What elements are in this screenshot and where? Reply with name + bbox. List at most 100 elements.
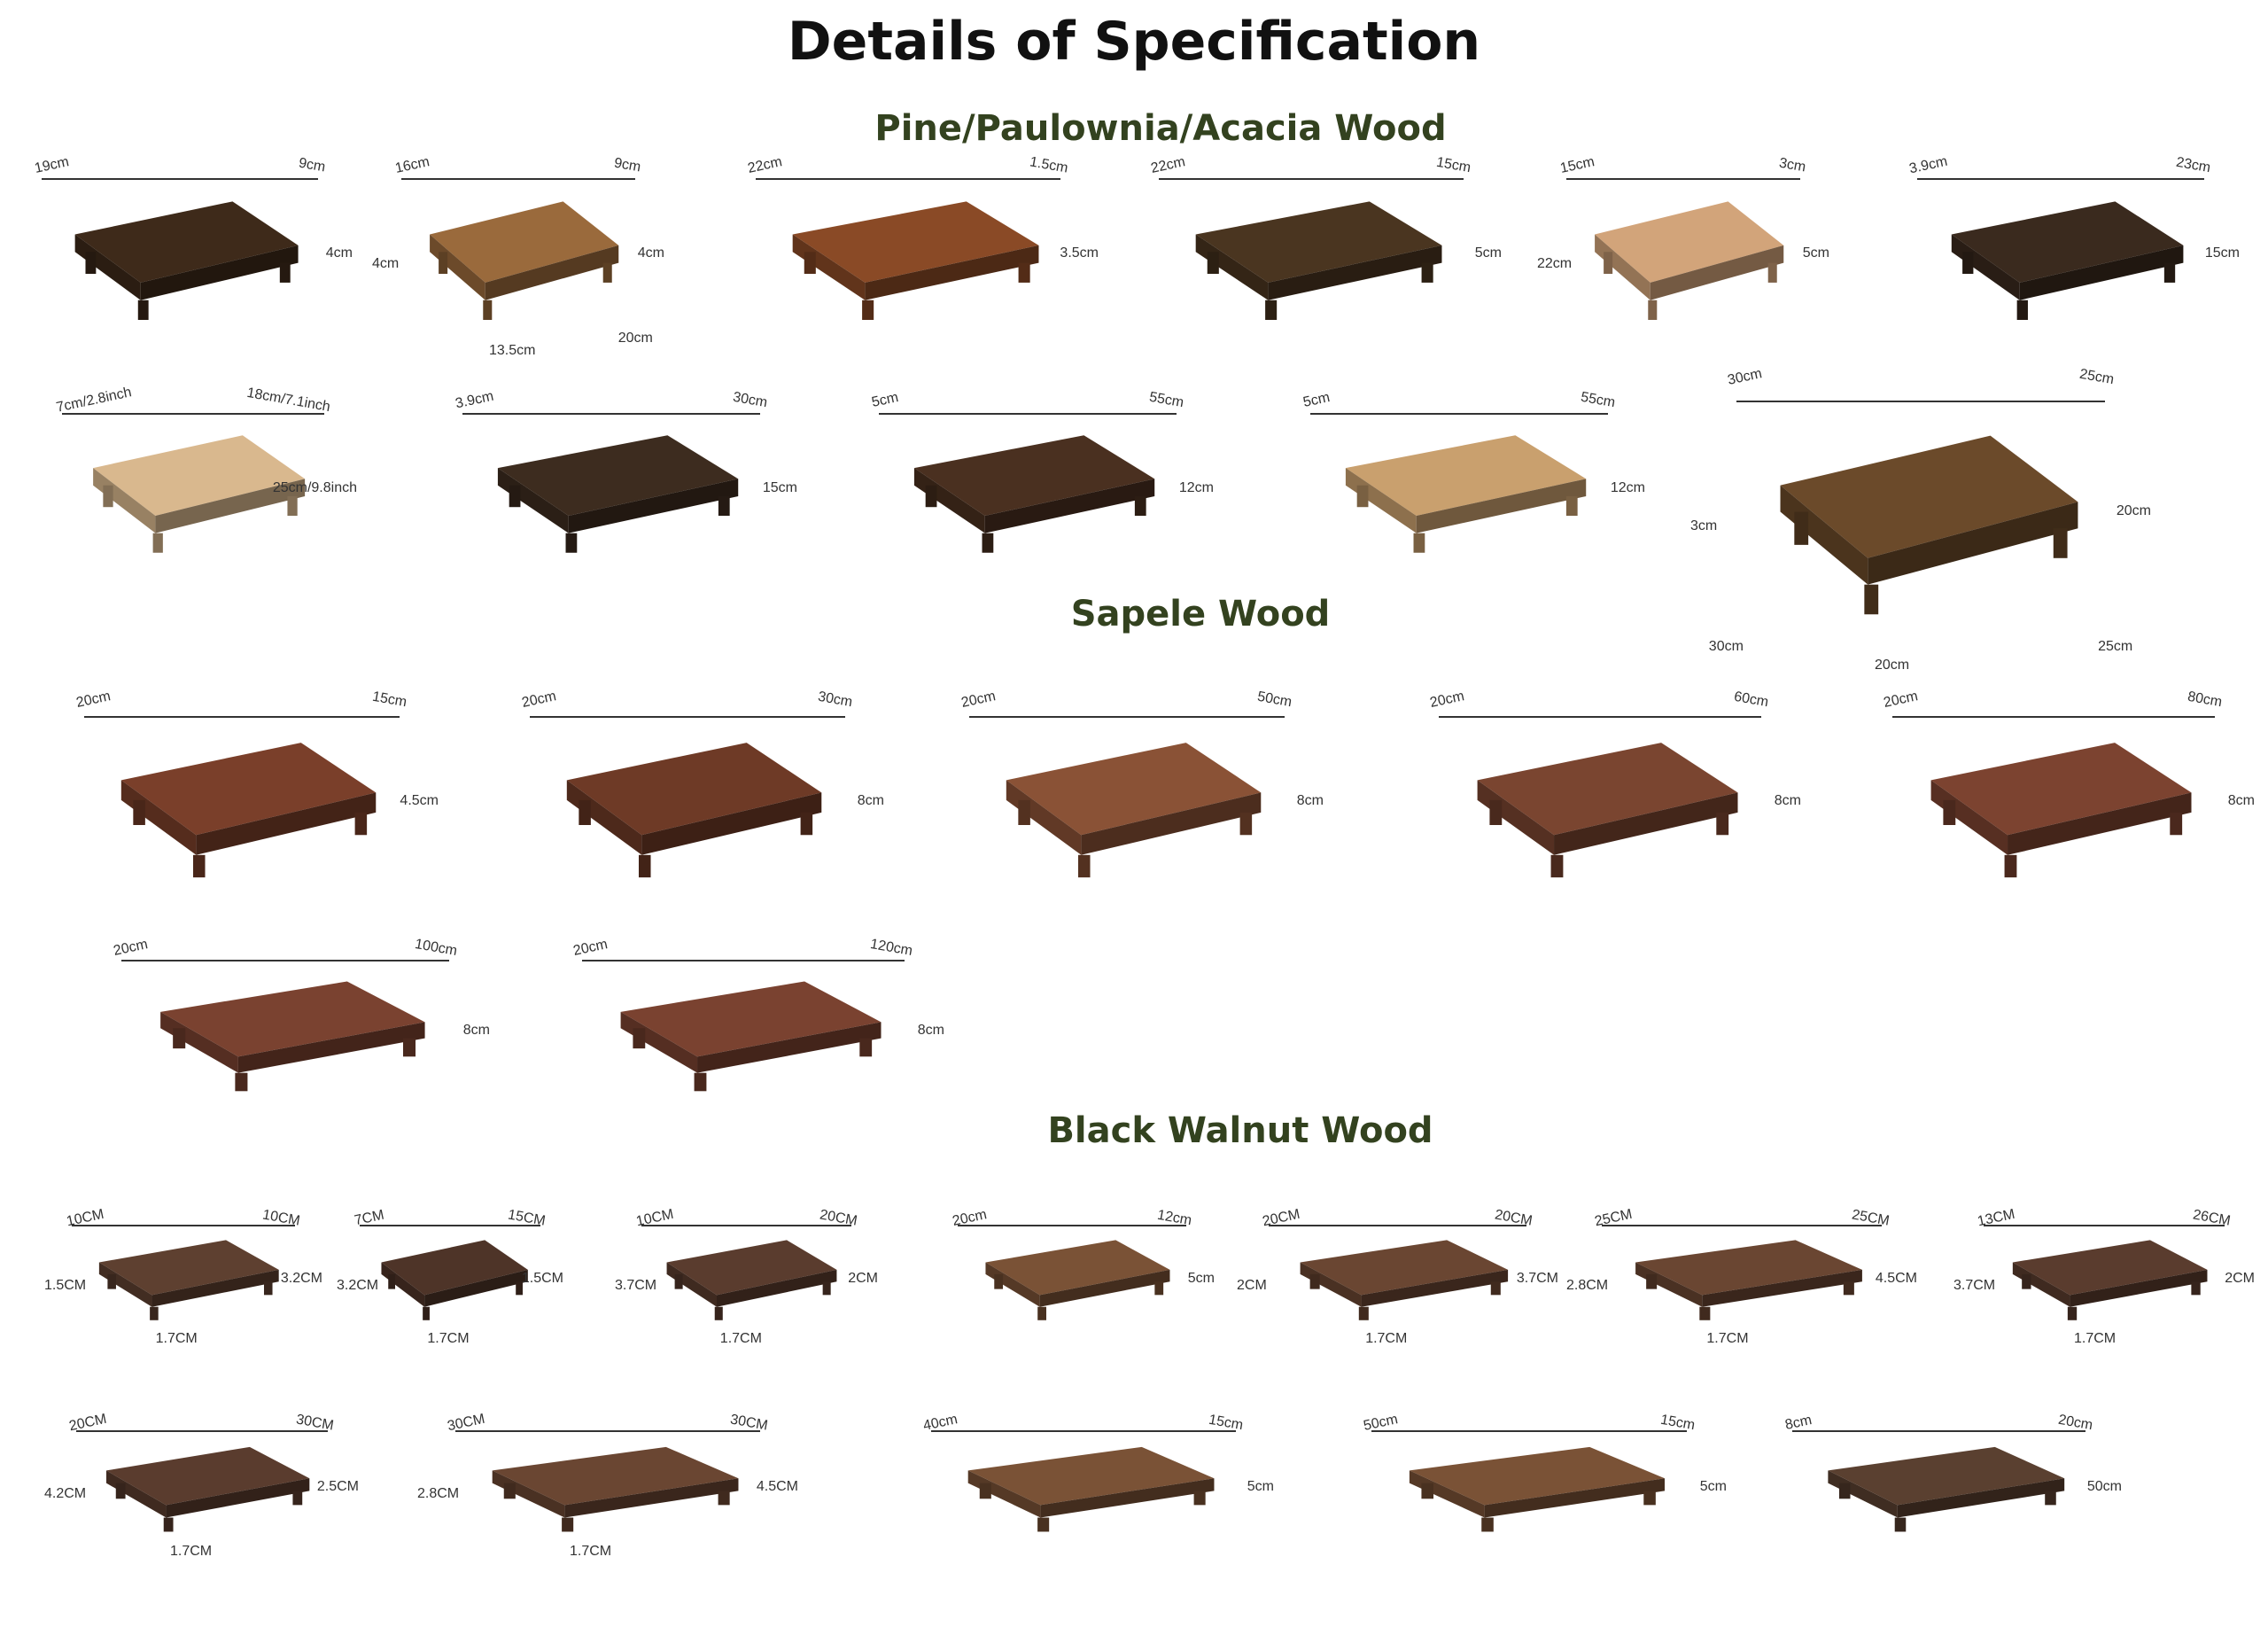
dimension-line [1984, 1224, 2225, 1226]
dimension-label: 12cm [1610, 479, 1645, 495]
wood-board-image [1930, 742, 2192, 877]
dimension-label: 23cm [2175, 154, 2212, 175]
dimension-label: 3.5cm [1060, 245, 1099, 261]
dimension-label: 30cm [1708, 639, 1744, 654]
dimension-label: 20CM [1261, 1206, 1301, 1230]
dimension-line [462, 412, 760, 415]
wood-board-image [567, 742, 822, 877]
dimension-label: 3.2CM [337, 1277, 379, 1293]
page-title: Details of Specification [787, 11, 1481, 73]
dimension-line [581, 959, 905, 961]
dimension-line [958, 1224, 1186, 1226]
dimension-label: 16cm [393, 153, 431, 176]
wood-board-image [620, 981, 882, 1091]
dimension-line [968, 715, 1285, 718]
dimension-label: 5cm [1187, 1270, 1215, 1286]
dimension-label: 1.7CM [155, 1331, 198, 1346]
dimension-label: 30cm [1726, 366, 1763, 388]
dimension-line [1159, 177, 1464, 180]
dimension-label: 20cm [959, 689, 997, 712]
dimension-label: 25CM [1850, 1207, 1891, 1229]
dimension-label: 4.5CM [1875, 1270, 1917, 1286]
dimension-label: 25CM [1593, 1206, 1634, 1230]
wood-board-image [492, 1446, 739, 1532]
dimension-label: 2.5CM [316, 1478, 359, 1494]
dimension-label: 8cm [1296, 792, 1324, 808]
dimension-label: 8cm [1774, 792, 1801, 808]
dimension-line [72, 1224, 295, 1226]
section-title-sapele: Sapele Wood [1070, 594, 1331, 634]
dimension-label: 120cm [868, 937, 913, 960]
wood-board-image [1477, 742, 1738, 877]
dimension-label: 2CM [1237, 1277, 1267, 1293]
dimension-line [75, 1429, 328, 1432]
dimension-label: 4cm [372, 256, 400, 271]
section-title-walnut: Black Walnut Wood [1047, 1110, 1433, 1151]
dimension-label: 20cm [74, 689, 112, 712]
dimension-label: 3.9cm [1907, 153, 1950, 176]
dimension-label: 2CM [848, 1270, 878, 1286]
dimension-label: 4.5CM [756, 1478, 798, 1494]
dimension-label: 26CM [2192, 1207, 2233, 1229]
dimension-label: 1.7CM [170, 1544, 213, 1559]
dimension-label: 50cm [1256, 689, 1293, 711]
dimension-label: 22cm [746, 153, 784, 176]
dimension-label: 9cm [297, 155, 327, 175]
dimension-line [62, 412, 324, 415]
dimension-label: 2CM [2225, 1270, 2255, 1286]
dimension-label: 50cm [2086, 1478, 2122, 1494]
dimension-line [359, 1224, 541, 1226]
dimension-line [121, 959, 449, 961]
dimension-label: 1.7CM [427, 1331, 470, 1346]
dimension-label: 30cm [732, 389, 769, 410]
dimension-label: 3.2CM [280, 1270, 322, 1286]
dimension-line [42, 177, 318, 180]
dimension-label: 1.7CM [1706, 1331, 1749, 1346]
dimension-label: 5cm [1699, 1478, 1727, 1494]
dimension-label: 1.7CM [719, 1331, 762, 1346]
dimension-label: 19cm [33, 153, 71, 176]
wood-board-image [967, 1446, 1215, 1532]
dimension-label: 5cm [870, 389, 900, 410]
dimension-label: 20cm [2116, 502, 2151, 518]
dimension-label: 5cm [1802, 245, 1829, 261]
dimension-label: 12cm [1178, 479, 1214, 495]
product-board: 20cm 50cm 8cm [929, 688, 1324, 922]
dimension-label: 5cm [1247, 1478, 1274, 1494]
dimension-label: 15cm [371, 689, 408, 711]
dimension-label: 20cm [571, 937, 610, 960]
dimension-label: 3cm [1778, 155, 1807, 175]
dimension-line [756, 177, 1060, 180]
dimension-label: 20cm [617, 331, 653, 346]
dimension-line [931, 1429, 1236, 1432]
dimension-label: 5cm [1301, 389, 1332, 410]
dimension-line [1438, 715, 1761, 718]
dimension-label: 10CM [261, 1207, 302, 1229]
wood-board-image [2012, 1240, 2208, 1321]
dimension-label: 2.8CM [417, 1486, 460, 1501]
dimension-label: 1.5CM [44, 1277, 87, 1293]
wood-board-image [1951, 201, 2184, 320]
dimension-line [1601, 1224, 1883, 1226]
dimension-label: 18cm/7.1inch [245, 385, 332, 415]
dimension-label: 3.9cm [454, 388, 495, 411]
dimension-label: 8cm [462, 1022, 490, 1038]
dimension-line [529, 715, 845, 718]
wood-board-image [1827, 1446, 2064, 1532]
dimension-label: 25cm/9.8inch [272, 479, 357, 495]
